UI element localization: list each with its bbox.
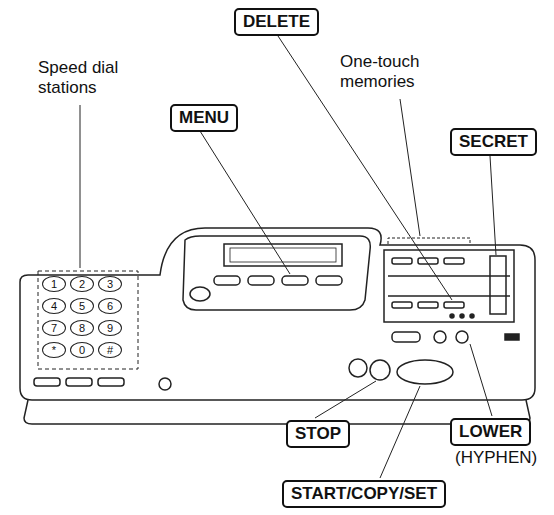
key-label: 8	[79, 323, 85, 334]
button	[392, 332, 420, 342]
button	[159, 378, 171, 390]
leader-line	[315, 381, 376, 418]
key-label: 4	[51, 301, 57, 312]
leader-line	[470, 344, 492, 416]
keypad-key: 4	[42, 298, 66, 314]
callout-text: START/COPY/SET	[291, 484, 437, 503]
button	[418, 302, 438, 308]
part-label: (HYPHEN)	[455, 448, 537, 468]
key-label: #	[107, 345, 113, 356]
callout-text: STOP	[295, 424, 341, 443]
led	[450, 314, 454, 318]
key-label: *	[52, 345, 56, 356]
callout-text: MENU	[179, 108, 229, 127]
leader-line	[490, 156, 496, 255]
key-label: 3	[107, 279, 113, 290]
part-label: Speed dial stations	[38, 58, 150, 97]
key-label: 5	[79, 301, 85, 312]
leader-line	[400, 99, 420, 236]
panel-line	[388, 275, 510, 277]
button	[444, 302, 464, 308]
button	[392, 302, 412, 308]
key-label: 6	[107, 301, 113, 312]
key-label: 0	[79, 345, 85, 356]
button	[392, 258, 412, 264]
keypad-key: *	[42, 342, 66, 358]
callout-text: SECRET	[459, 132, 528, 151]
button	[434, 331, 446, 343]
callout-box: DELETE	[234, 8, 319, 36]
callout-box: LOWER	[450, 418, 531, 446]
key-label: 1	[51, 279, 57, 290]
button	[444, 258, 464, 264]
callout-box: SECRET	[450, 128, 537, 156]
key-label: 9	[107, 323, 113, 334]
keypad-key: 1	[42, 276, 66, 292]
led	[460, 314, 464, 318]
callout-box: MENU	[170, 104, 238, 132]
one-touch-lever	[490, 256, 506, 314]
keypad-key: #	[98, 342, 122, 358]
button	[349, 359, 367, 377]
callout-text: LOWER	[459, 422, 522, 441]
stop-button	[370, 360, 390, 380]
callout-box: START/COPY/SET	[282, 480, 446, 508]
keypad-key: 7	[42, 320, 66, 336]
keypad-key: 9	[98, 320, 122, 336]
display-screen	[230, 248, 336, 262]
button	[190, 287, 210, 301]
keypad-key: 5	[70, 298, 94, 314]
keypad-key: 0	[70, 342, 94, 358]
one-touch-bracket	[388, 238, 470, 244]
keypad-key: 6	[98, 298, 122, 314]
start-button	[397, 360, 453, 384]
led	[470, 314, 474, 318]
button	[456, 331, 468, 343]
keypad-key: 2	[70, 276, 94, 292]
leader-line	[200, 131, 290, 274]
leader-line	[380, 386, 420, 478]
display-panel	[183, 236, 370, 310]
button	[214, 276, 240, 285]
button	[34, 378, 60, 386]
keypad-key: 8	[70, 320, 94, 336]
button	[248, 276, 274, 285]
button	[66, 378, 92, 386]
part-label: One-touch memories	[340, 52, 460, 91]
callout-text: DELETE	[243, 12, 310, 31]
button	[316, 276, 342, 285]
button	[98, 378, 124, 386]
callout-box: STOP	[286, 420, 350, 448]
slot	[505, 334, 519, 340]
keypad-key: 3	[98, 276, 122, 292]
leader-line	[80, 105, 81, 268]
key-label: 2	[79, 279, 85, 290]
one-touch-panel	[384, 250, 514, 322]
key-label: 7	[51, 323, 57, 334]
keypad-bracket	[38, 271, 138, 369]
button	[282, 276, 308, 285]
